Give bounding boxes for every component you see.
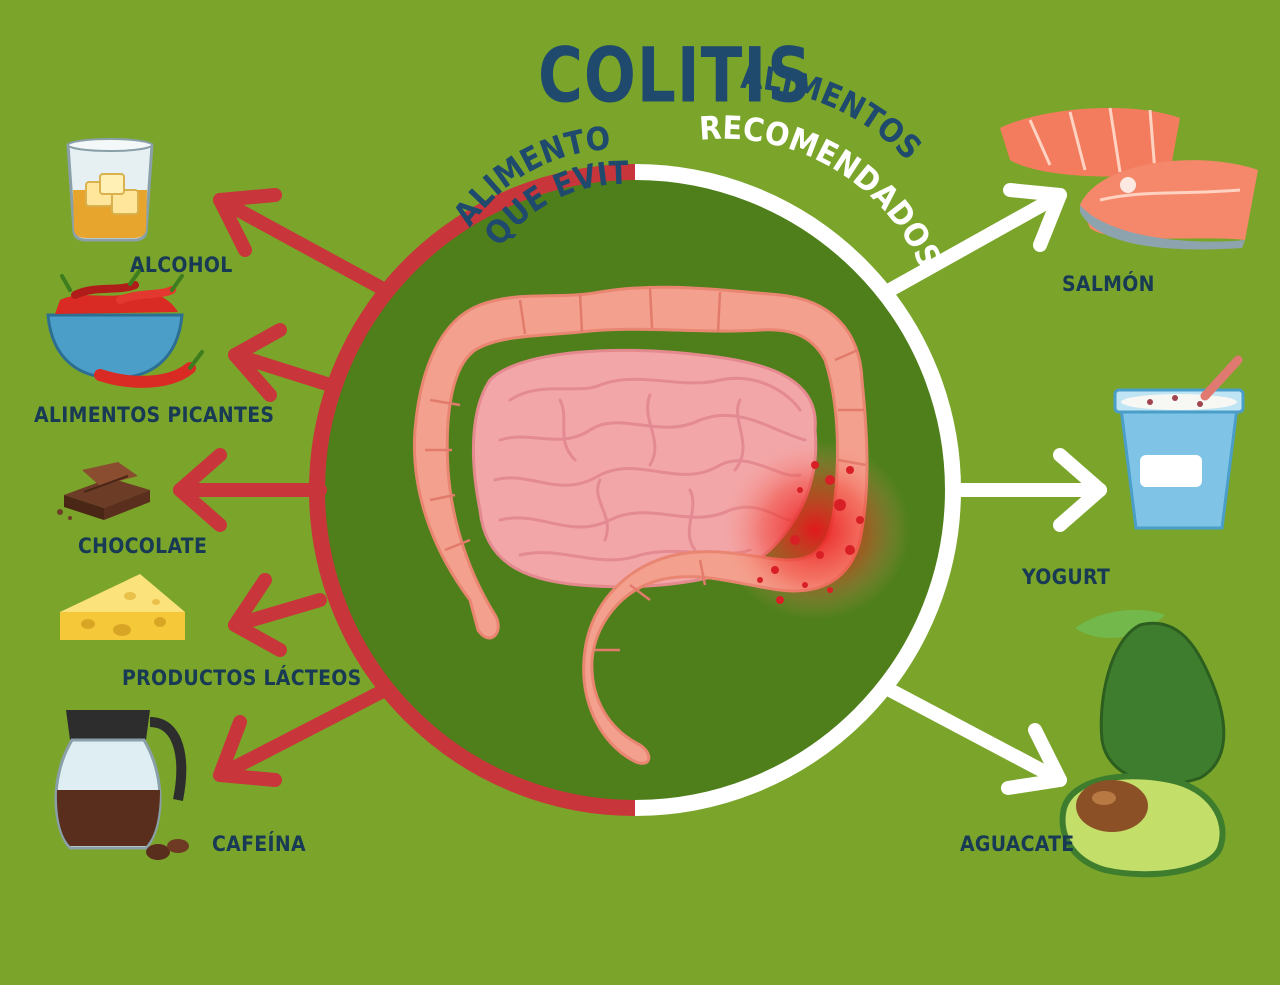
arrow-avocado	[883, 683, 1067, 795]
avocado-icon	[1059, 609, 1226, 878]
label-aguacate: AGUACATE	[960, 832, 1075, 856]
label-productos-lacteos: PRODUCTOS LÁCTEOS	[122, 666, 362, 690]
chocolate-icon	[57, 462, 150, 520]
arrow-picantes	[228, 323, 337, 402]
arrow-yogurt	[953, 448, 1107, 532]
label-alimentos-picantes: ALIMENTOS PICANTES	[34, 403, 275, 427]
cheese-icon	[60, 574, 185, 640]
arrow-lacteos	[228, 573, 327, 657]
arrow-alcohol	[213, 188, 392, 297]
label-salmon: SALMÓN	[1062, 272, 1155, 296]
yogurt-icon	[1113, 355, 1245, 530]
chili-peppers-icon	[46, 268, 204, 388]
label-chocolate: CHOCOLATE	[78, 534, 208, 558]
coffee-pot-icon	[54, 710, 189, 860]
arrow-chocolate	[173, 448, 327, 532]
page-title: COLITIS	[538, 32, 813, 121]
salmon-icon	[1000, 107, 1258, 250]
recommended-arrows	[883, 183, 1107, 795]
label-alcohol: ALCOHOL	[130, 253, 233, 277]
intestine-icon	[412, 285, 910, 765]
label-yogurt: YOGURT	[1022, 565, 1111, 589]
arrow-cafeina	[213, 683, 392, 787]
label-cafeina: CAFEÍNA	[212, 832, 306, 856]
avoid-arrows	[173, 188, 392, 787]
whiskey-glass-icon	[66, 138, 154, 242]
arrow-salmon	[883, 183, 1067, 297]
